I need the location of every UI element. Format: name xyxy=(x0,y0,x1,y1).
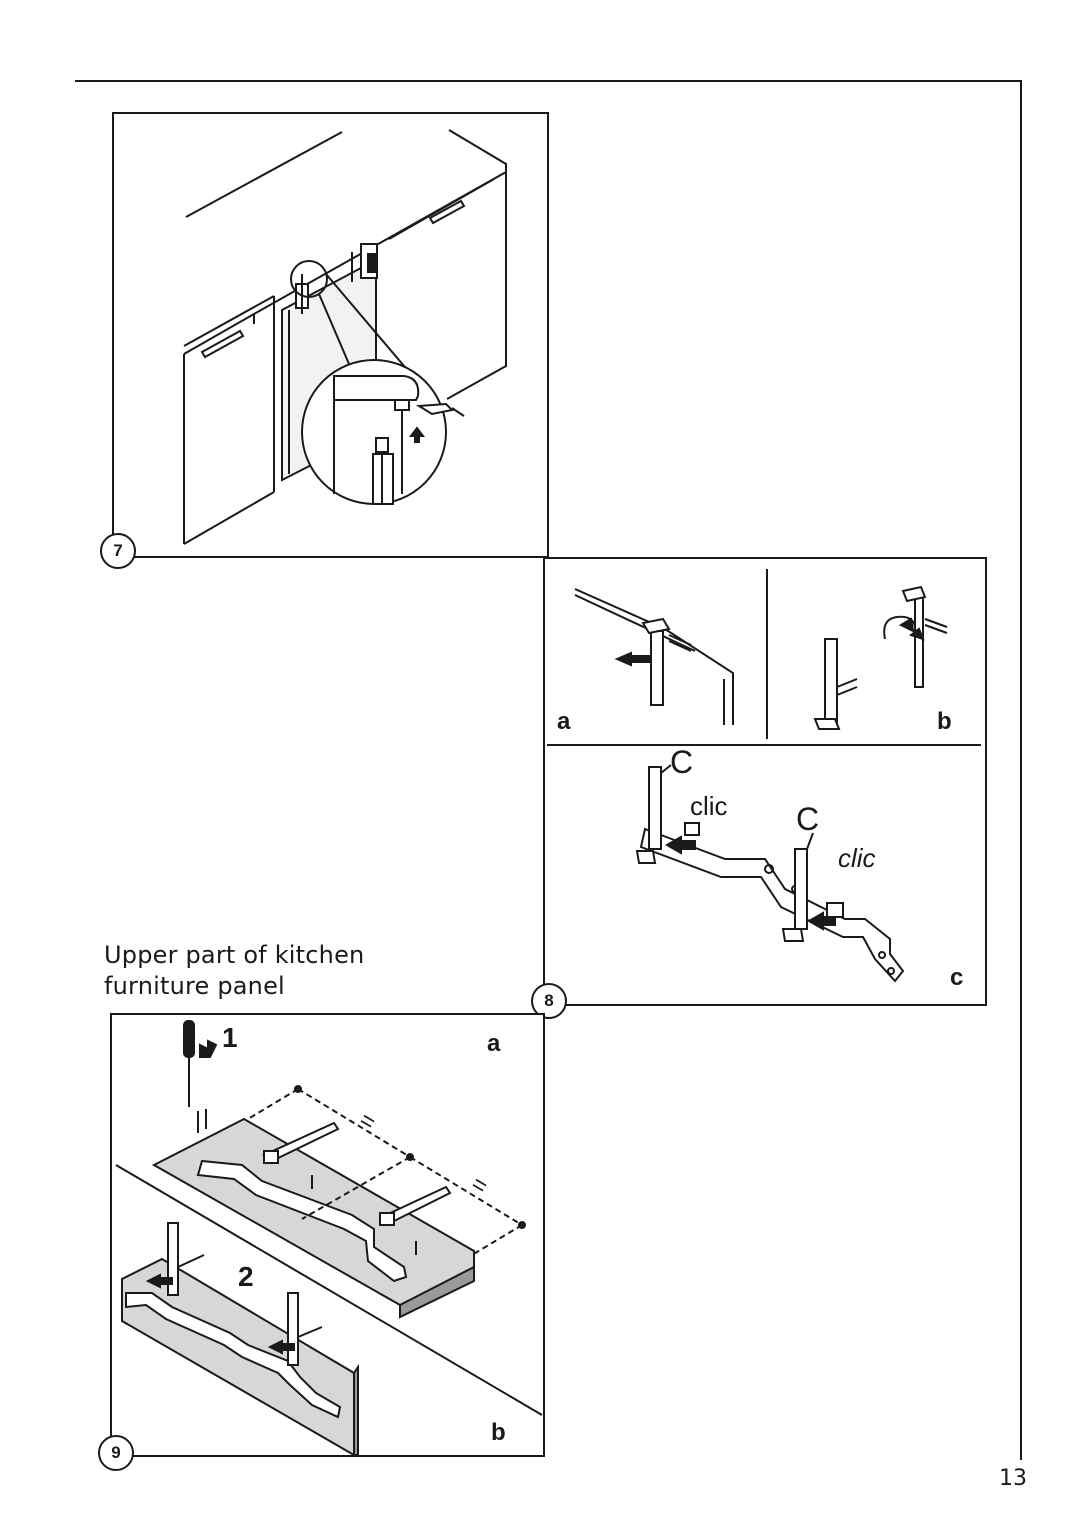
figure-7-badge: 7 xyxy=(100,533,136,569)
fig9-label-a: a xyxy=(487,1030,501,1057)
top-rule xyxy=(75,80,1022,82)
fig9-step-2: 2 xyxy=(238,1261,254,1292)
figure-8-illustration xyxy=(547,569,981,983)
fig8-clic-lower: clic xyxy=(838,843,876,873)
caption-line-2: furniture panel xyxy=(104,972,285,1000)
caption-line-1: Upper part of kitchen xyxy=(104,941,365,969)
figure-9-badge: 9 xyxy=(98,1435,134,1471)
figure-9-frame xyxy=(110,1013,545,1457)
right-rule xyxy=(1020,80,1022,1460)
fig8-label-C-upper: C xyxy=(670,744,694,780)
fig9-label-b: b xyxy=(491,1419,506,1446)
figure-8-frame xyxy=(543,557,987,1006)
figure-9-illustration xyxy=(115,1020,543,1457)
figure-caption: Upper part of kitchen furniture panel xyxy=(104,940,364,1002)
fig9-step-1: 1 xyxy=(222,1022,238,1053)
page-number: 13 xyxy=(999,1466,1027,1491)
fig8-label-c: c xyxy=(950,964,964,991)
figure-7-frame xyxy=(112,112,549,558)
fig8-label-b: b xyxy=(937,708,952,735)
fig8-label-C-lower: C xyxy=(796,801,820,837)
figure-7-illustration xyxy=(183,129,507,545)
fig8-clic-upper: clic xyxy=(690,791,728,821)
fig8-label-a: a xyxy=(557,708,571,735)
